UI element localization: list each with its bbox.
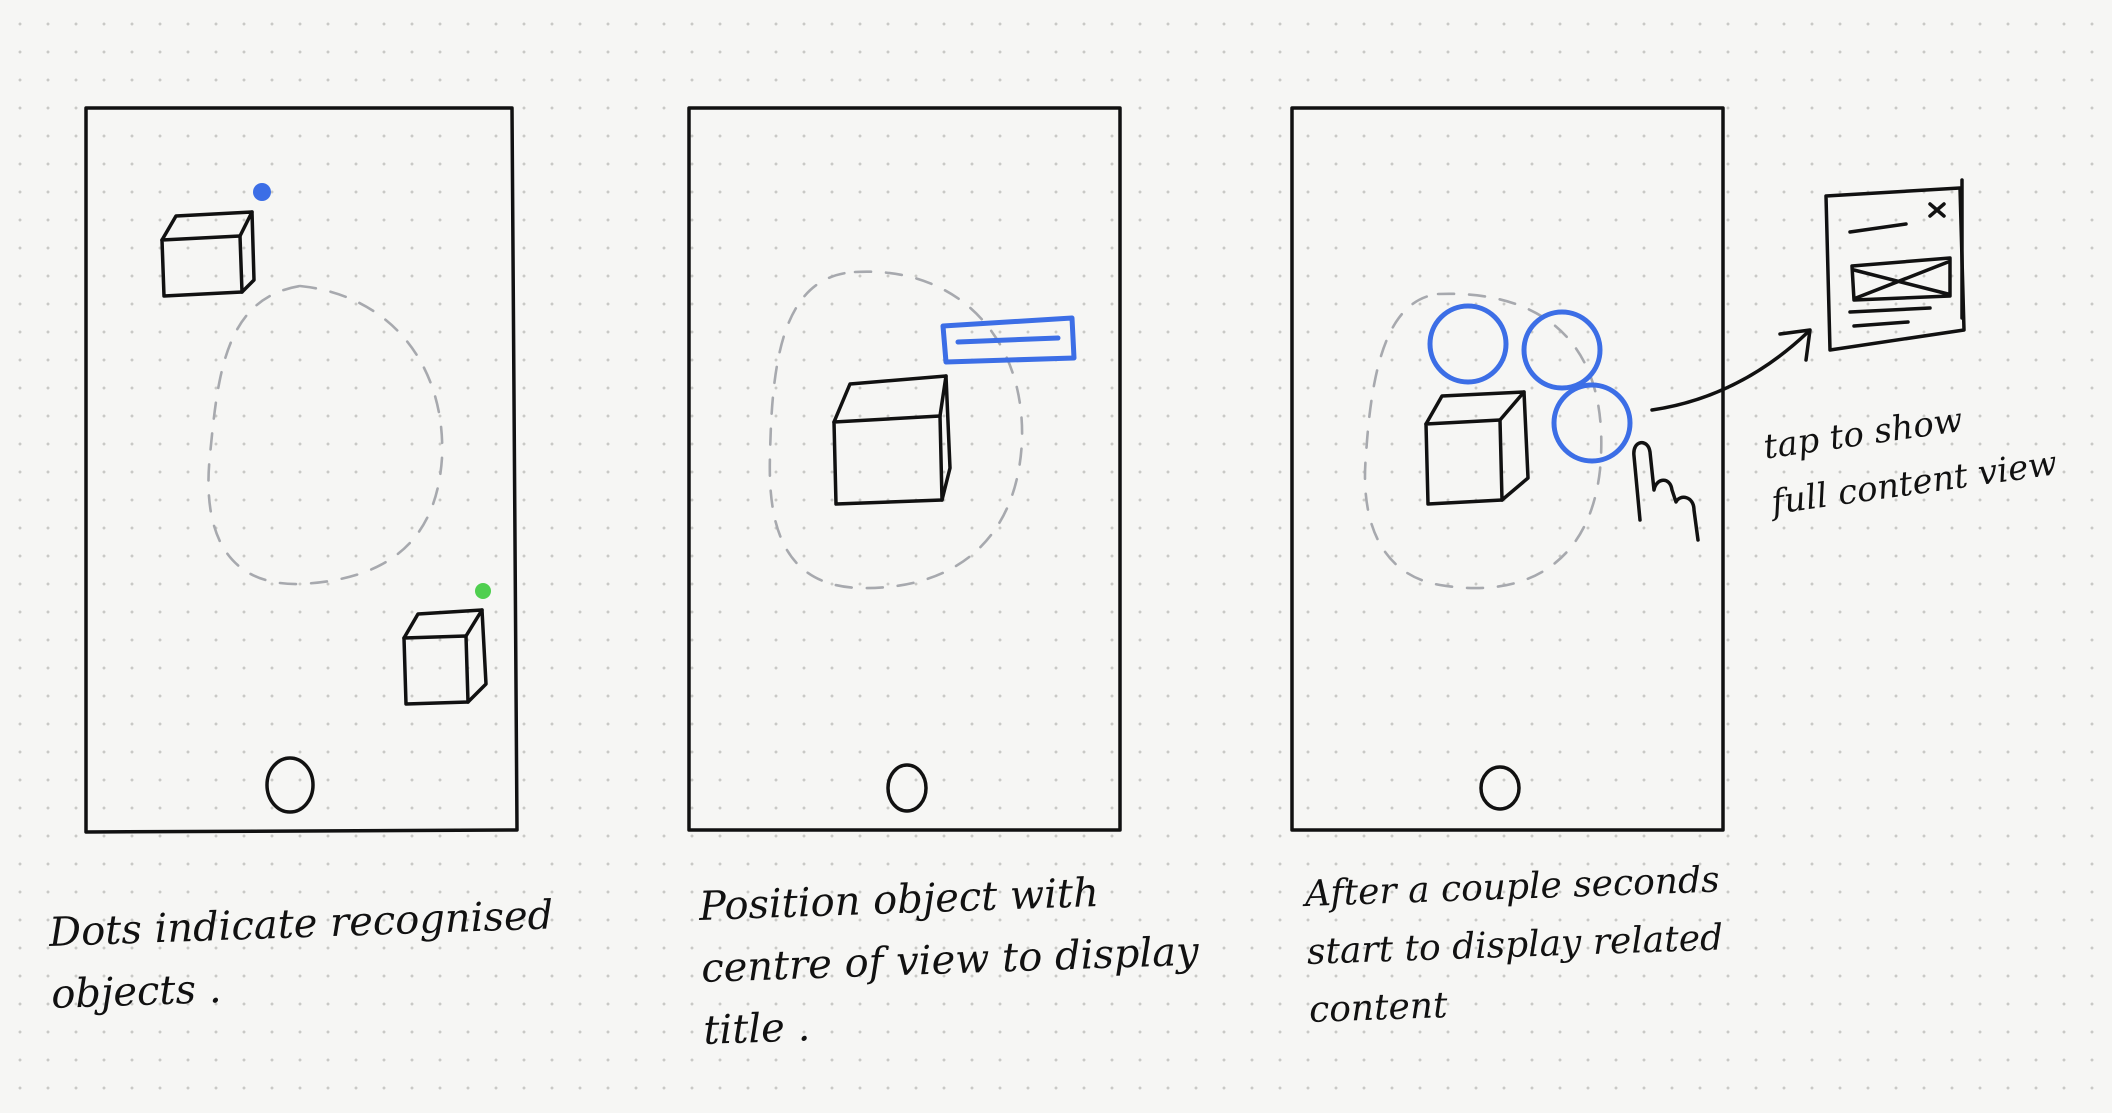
cube-icon[interactable] [160,210,256,298]
center-of-view-placeholder [768,270,1024,590]
frame-1-caption: Dots indicate recognised objects . [48,884,556,1026]
related-content-bubble-1[interactable] [1427,303,1509,385]
phone-frame-2 [687,106,1122,832]
close-icon[interactable] [1928,202,1946,218]
object-title-label[interactable] [940,315,1077,365]
cube-icon[interactable] [832,374,952,506]
shutter-button-icon[interactable] [1479,765,1521,811]
recognised-object-dot-green[interactable] [475,583,491,599]
phone-frame-1 [84,106,519,834]
shutter-button-icon[interactable] [265,756,315,814]
cube-icon[interactable] [402,608,488,706]
related-content-bubble-2[interactable] [1521,309,1603,391]
frame-3-caption: After a couple seconds start to display … [1304,851,1726,1039]
related-content-bubble-3[interactable] [1551,382,1633,464]
image-placeholder-icon [1850,256,1952,302]
full-content-view-card[interactable] [1824,178,1966,352]
phone-frame-3 [1290,106,1725,832]
detection-area-placeholder [207,284,444,586]
hand-pointer-icon [1632,441,1700,542]
content-area-placeholder [1363,292,1603,590]
recognised-object-dot-blue[interactable] [253,183,271,201]
shutter-button-icon[interactable] [886,763,928,813]
arrow-icon [1650,330,1810,412]
frame-2-caption: Position object with centre of view to d… [698,859,1202,1062]
cube-icon[interactable] [1424,390,1530,506]
